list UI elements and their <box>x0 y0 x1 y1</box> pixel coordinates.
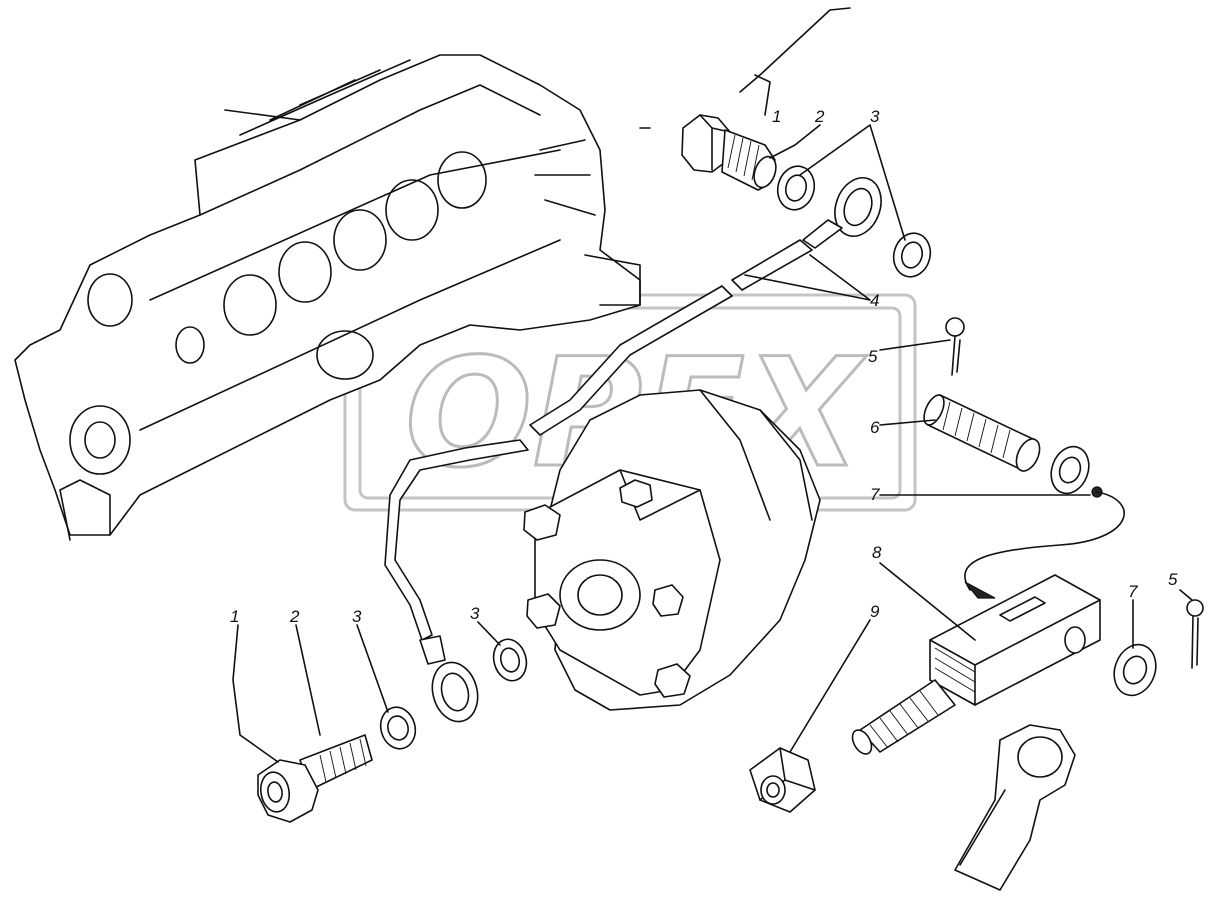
callout-lower-3a: 3 <box>352 607 362 626</box>
engine-block <box>14 54 641 541</box>
washer-lower-a <box>492 638 528 682</box>
washer-upper-a <box>776 165 816 211</box>
lever-end <box>954 724 1076 891</box>
callout-lower-8: 8 <box>872 543 882 562</box>
callout-lower-9: 9 <box>870 602 880 621</box>
callout-upper-2: 2 <box>814 107 825 126</box>
callout-lower-1: 1 <box>230 607 239 626</box>
callout-lower-5: 5 <box>1168 570 1178 589</box>
callout-upper-4: 4 <box>870 291 879 310</box>
banjo-bolt-upper <box>681 114 777 191</box>
callout-upper-1: 1 <box>772 107 781 126</box>
sleeve <box>923 394 1041 472</box>
assembly-arrow <box>964 491 1125 599</box>
callout-lower-2: 2 <box>289 607 300 626</box>
clevis-fork <box>851 574 1101 755</box>
clevis-pin-lower <box>1186 599 1204 669</box>
gearbox-housing <box>523 389 821 711</box>
leader-lines <box>232 7 1193 763</box>
callout-upper-5: 5 <box>868 347 878 366</box>
callout-labels: 1 2 3 4 5 6 7 1 2 3 3 8 9 7 5 <box>230 107 1178 626</box>
washer-lower-b <box>379 706 417 750</box>
callout-lower-7: 7 <box>1128 582 1138 601</box>
clevis-pin-upper <box>945 317 965 376</box>
callout-upper-3: 3 <box>870 107 880 126</box>
callout-upper-6: 6 <box>870 418 880 437</box>
banjo-bolt-lower <box>257 734 373 823</box>
callout-lower-3b: 3 <box>470 604 480 623</box>
oil-pipe <box>384 177 882 723</box>
hex-nut <box>749 747 816 813</box>
washer-7-lower <box>1113 643 1157 697</box>
callout-upper-7: 7 <box>870 485 880 504</box>
washer-7-upper <box>1050 445 1103 498</box>
washer-upper-b <box>892 232 932 278</box>
